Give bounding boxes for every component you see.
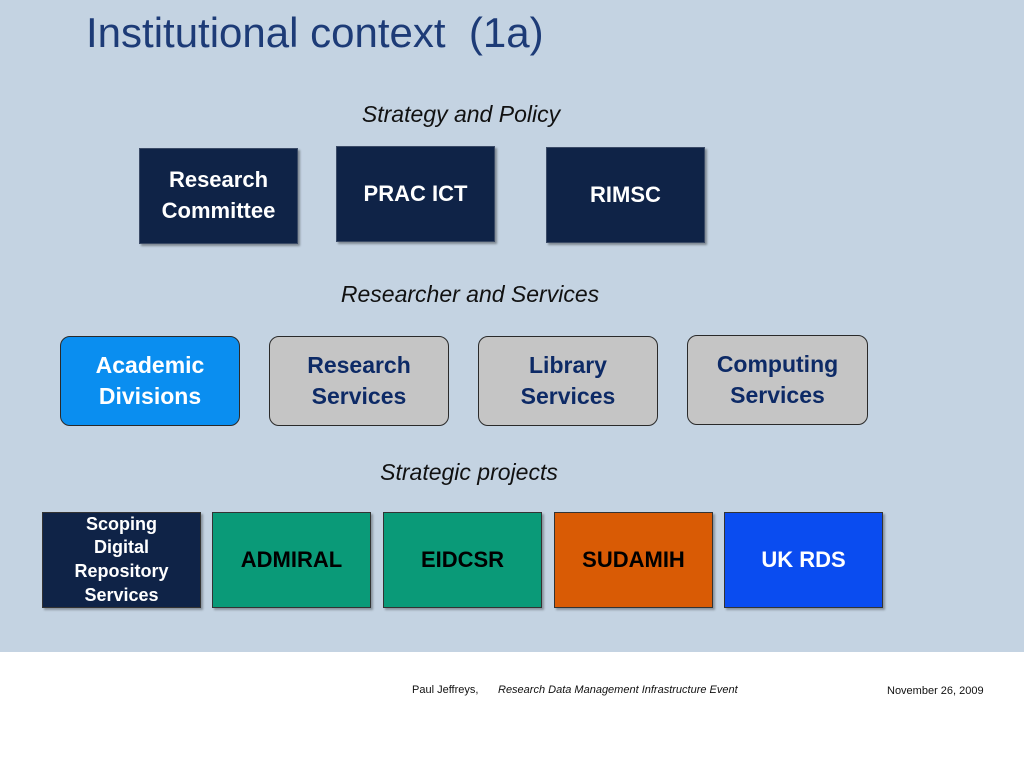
box-line: Research <box>307 351 411 378</box>
box-line: Repository <box>74 561 169 581</box>
footer-event: Research Data Management Infrastructure … <box>498 684 738 696</box>
footer-date: November 26, 2009 <box>887 685 984 697</box>
box-eidcsr: EIDCSR <box>383 512 542 608</box>
box-line: Services <box>520 383 616 409</box>
box-research-services: Research Services <box>269 336 449 426</box>
box-line: Academic <box>95 351 205 378</box>
box-line: UK RDS <box>761 547 846 572</box>
box-admiral: ADMIRAL <box>212 512 371 608</box>
box-academic-divisions: Academic Divisions <box>60 336 240 426</box>
box-computing-services: Computing Services <box>687 335 868 425</box>
slide-title: Institutional context (1a) <box>86 9 544 56</box>
box-line: Services <box>730 382 825 408</box>
box-rimsc: RIMSC <box>546 147 705 243</box>
box-line: RIMSC <box>590 181 661 207</box>
box-line: Committee <box>161 198 276 223</box>
box-uk-rds: UK RDS <box>724 512 883 608</box>
box-line: Divisions <box>98 383 202 409</box>
box-line: Computing <box>716 350 839 377</box>
box-line: SUDAMIH <box>582 547 685 572</box>
box-line: ADMIRAL <box>240 547 343 572</box>
box-research-committee: Research Committee <box>139 148 298 244</box>
section-label-strategy: Strategy and Policy <box>361 101 561 127</box>
box-line: EIDCSR <box>420 547 505 572</box>
box-sudamih: SUDAMIH <box>554 512 713 608</box>
box-prac-ict: PRAC ICT <box>336 146 495 242</box>
box-line: Research <box>168 167 269 193</box>
box-line: Services <box>84 584 159 605</box>
box-line: Services <box>311 383 407 409</box>
footer-author: Paul Jeffreys, <box>412 684 479 696</box>
box-line: Scoping <box>86 513 157 534</box>
box-scoping-digital-repository-services: Scoping Digital Repository Services <box>42 512 201 608</box>
box-library-services: Library Services <box>478 336 658 426</box>
box-line: Digital <box>93 537 149 558</box>
section-label-researcher: Researcher and Services <box>340 281 600 307</box>
box-line: PRAC ICT <box>363 180 468 206</box>
box-line: Library <box>529 351 607 378</box>
section-label-projects: Strategic projects <box>380 459 558 485</box>
